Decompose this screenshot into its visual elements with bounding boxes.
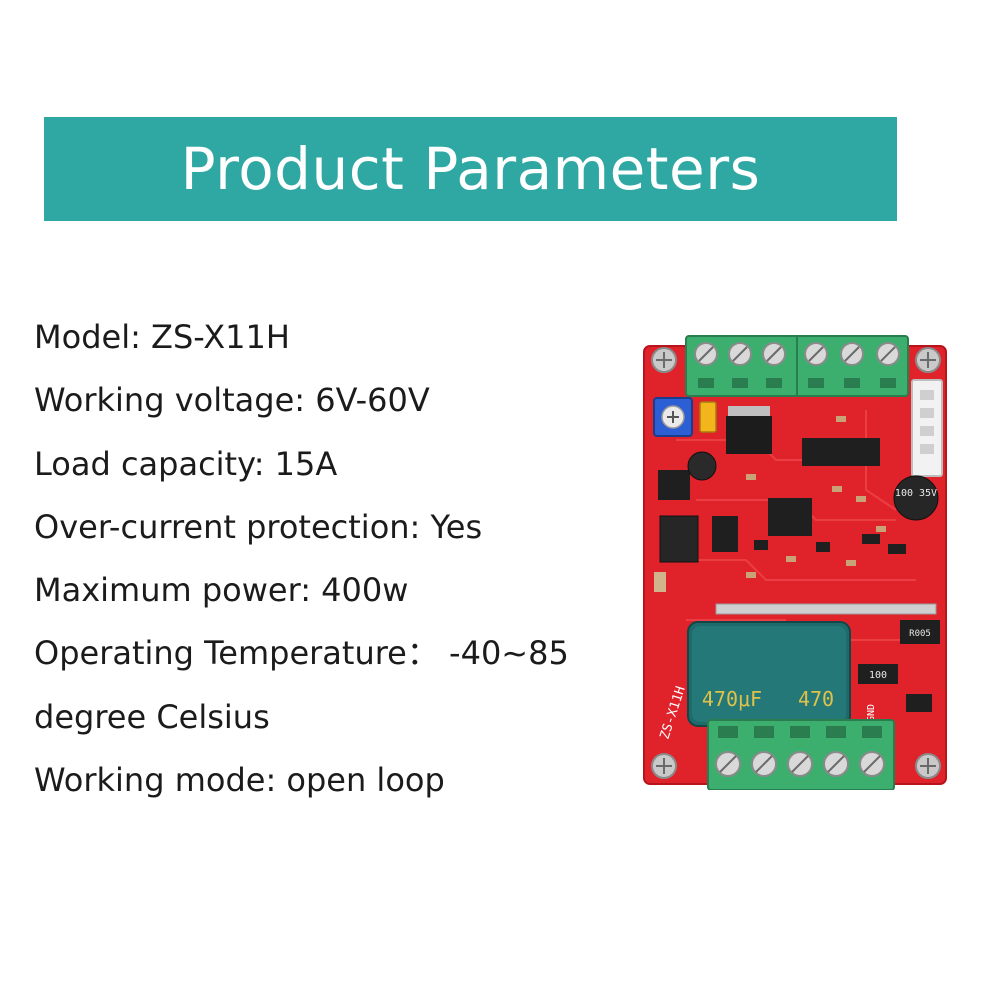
capacitor-label-2: 470 xyxy=(798,687,834,711)
param-operating-temperature: Operating Temperature： -40~85 xyxy=(34,634,569,673)
small-ic xyxy=(658,470,690,500)
resistor-label-2: 100 xyxy=(869,670,887,681)
motor-controller-board-image: 100 35V 470μF 470 xyxy=(636,320,956,790)
shunt-resistor: R005 xyxy=(900,620,940,644)
potentiometer xyxy=(653,397,693,437)
mounting-hole-top-left xyxy=(651,347,677,373)
param-model: Model: ZS-X11H xyxy=(34,318,290,356)
top-terminal-block xyxy=(685,335,909,397)
mcu-chip xyxy=(768,498,812,536)
silkscreen-gnd: GND xyxy=(866,704,877,722)
param-maximum-power: Maximum power: 400w xyxy=(34,571,409,610)
main-capacitor: 470μF 470 xyxy=(687,621,851,727)
parameter-list: Model: ZS-X11H Working voltage: 6V-60V L… xyxy=(34,306,624,812)
small-capacitor-label: 100 35V xyxy=(895,488,937,499)
mounting-hole-top-right xyxy=(915,347,941,373)
param-working-mode: Working mode: open loop xyxy=(34,761,445,800)
mounting-hole-bottom-right xyxy=(915,753,941,779)
page-title: Product Parameters xyxy=(180,135,761,203)
inductor xyxy=(659,515,699,563)
resistor-100: 100 xyxy=(858,664,898,684)
voltage-regulator xyxy=(726,406,772,454)
param-working-voltage: Working voltage: 6V-60V xyxy=(34,381,430,420)
param-operating-temperature-cont: degree Celsius xyxy=(34,697,270,736)
driver-ic-large xyxy=(802,438,880,466)
param-load-capacity: Load capacity: 15A xyxy=(34,444,338,483)
shunt-bar xyxy=(715,603,937,615)
diode xyxy=(712,516,738,552)
mounting-hole-bottom-left xyxy=(651,753,677,779)
small-capacitor-top xyxy=(687,451,717,481)
bottom-terminal-block xyxy=(707,719,895,790)
resistor-label: R005 xyxy=(909,629,931,639)
capacitor-label: 470μF xyxy=(702,687,762,711)
hall-sensor-connector xyxy=(911,379,943,477)
param-over-current-protection: Over-current protection: Yes xyxy=(34,507,483,546)
small-capacitor-right: 100 35V xyxy=(893,475,939,521)
header-banner: Product Parameters xyxy=(44,117,897,221)
jumper xyxy=(699,401,717,433)
